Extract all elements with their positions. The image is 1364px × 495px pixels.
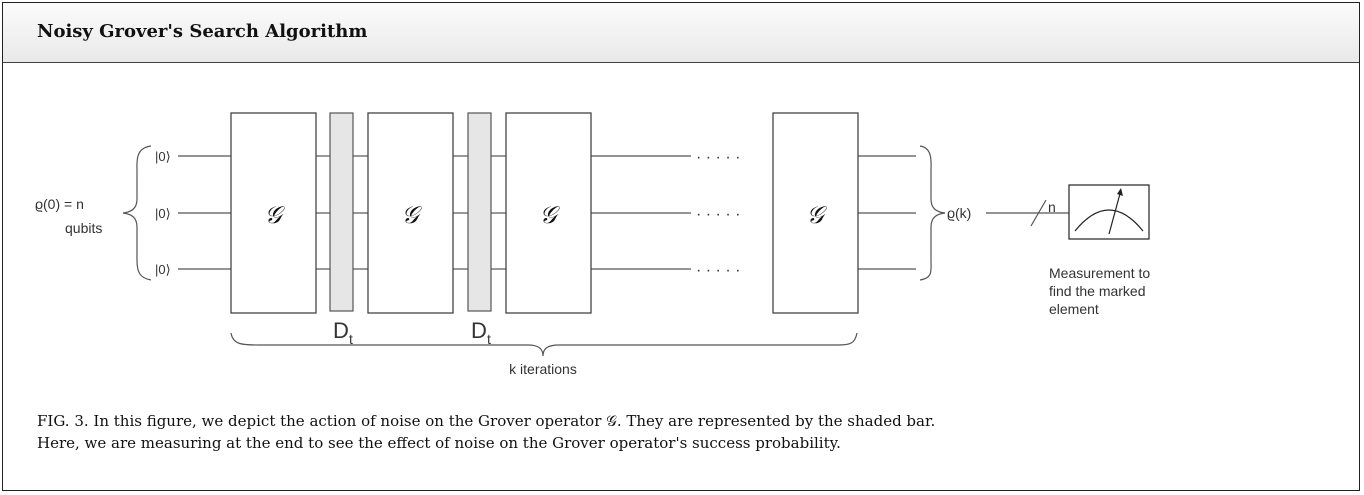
measurement-meter-icon	[1068, 184, 1150, 240]
grover-circuit-diagram: 𝒢 𝒢 𝒢 𝒢 D t D t |0⟩ |0⟩ |0⟩ ϱ(	[35, 112, 1150, 377]
dots-1: · · · · ·	[696, 149, 740, 166]
figure-caption: FIG. 3. In this figure, we depict the ac…	[37, 410, 1337, 454]
noise-bar-1: D t	[329, 112, 354, 347]
measurement-label-line3: element	[1049, 301, 1099, 317]
dots-3: · · · · ·	[696, 262, 740, 279]
ket-zero-2: |0⟩	[155, 206, 171, 221]
ket-zero-3: |0⟩	[155, 262, 171, 277]
measurement-label-line2: find the marked	[1049, 283, 1146, 299]
dots-2: · · · · ·	[696, 206, 740, 223]
svg-text:𝒢: 𝒢	[264, 201, 285, 229]
grover-operator-1: 𝒢	[230, 112, 317, 314]
input-qubits-label: qubits	[65, 220, 102, 236]
title-bar: Noisy Grover's Search Algorithm	[3, 3, 1359, 63]
grover-operator-2: 𝒢	[367, 112, 454, 314]
wire-count-label: n	[1048, 199, 1056, 215]
grover-operator-3: 𝒢	[505, 112, 592, 314]
output-state-label: ϱ(k)	[947, 205, 971, 221]
svg-text:𝒢: 𝒢	[806, 201, 827, 229]
svg-text:D: D	[471, 318, 487, 343]
page-title: Noisy Grover's Search Algorithm	[37, 21, 368, 42]
svg-text:t: t	[349, 331, 353, 347]
measurement-label-line1: Measurement to	[1049, 265, 1150, 281]
caption-line-2: Here, we are measuring at the end to see…	[37, 434, 841, 452]
noise-bar-2: D t	[467, 112, 492, 347]
ket-zero-1: |0⟩	[155, 149, 171, 164]
svg-text:𝒢: 𝒢	[539, 201, 560, 229]
iterations-label: k iterations	[509, 361, 577, 377]
svg-text:𝒢: 𝒢	[401, 201, 422, 229]
svg-text:t: t	[487, 331, 491, 347]
grover-operator-4: 𝒢	[772, 112, 859, 314]
input-state-label: ϱ(0) = n	[35, 196, 84, 212]
svg-text:D: D	[333, 318, 349, 343]
caption-line-1: FIG. 3. In this figure, we depict the ac…	[37, 412, 936, 430]
